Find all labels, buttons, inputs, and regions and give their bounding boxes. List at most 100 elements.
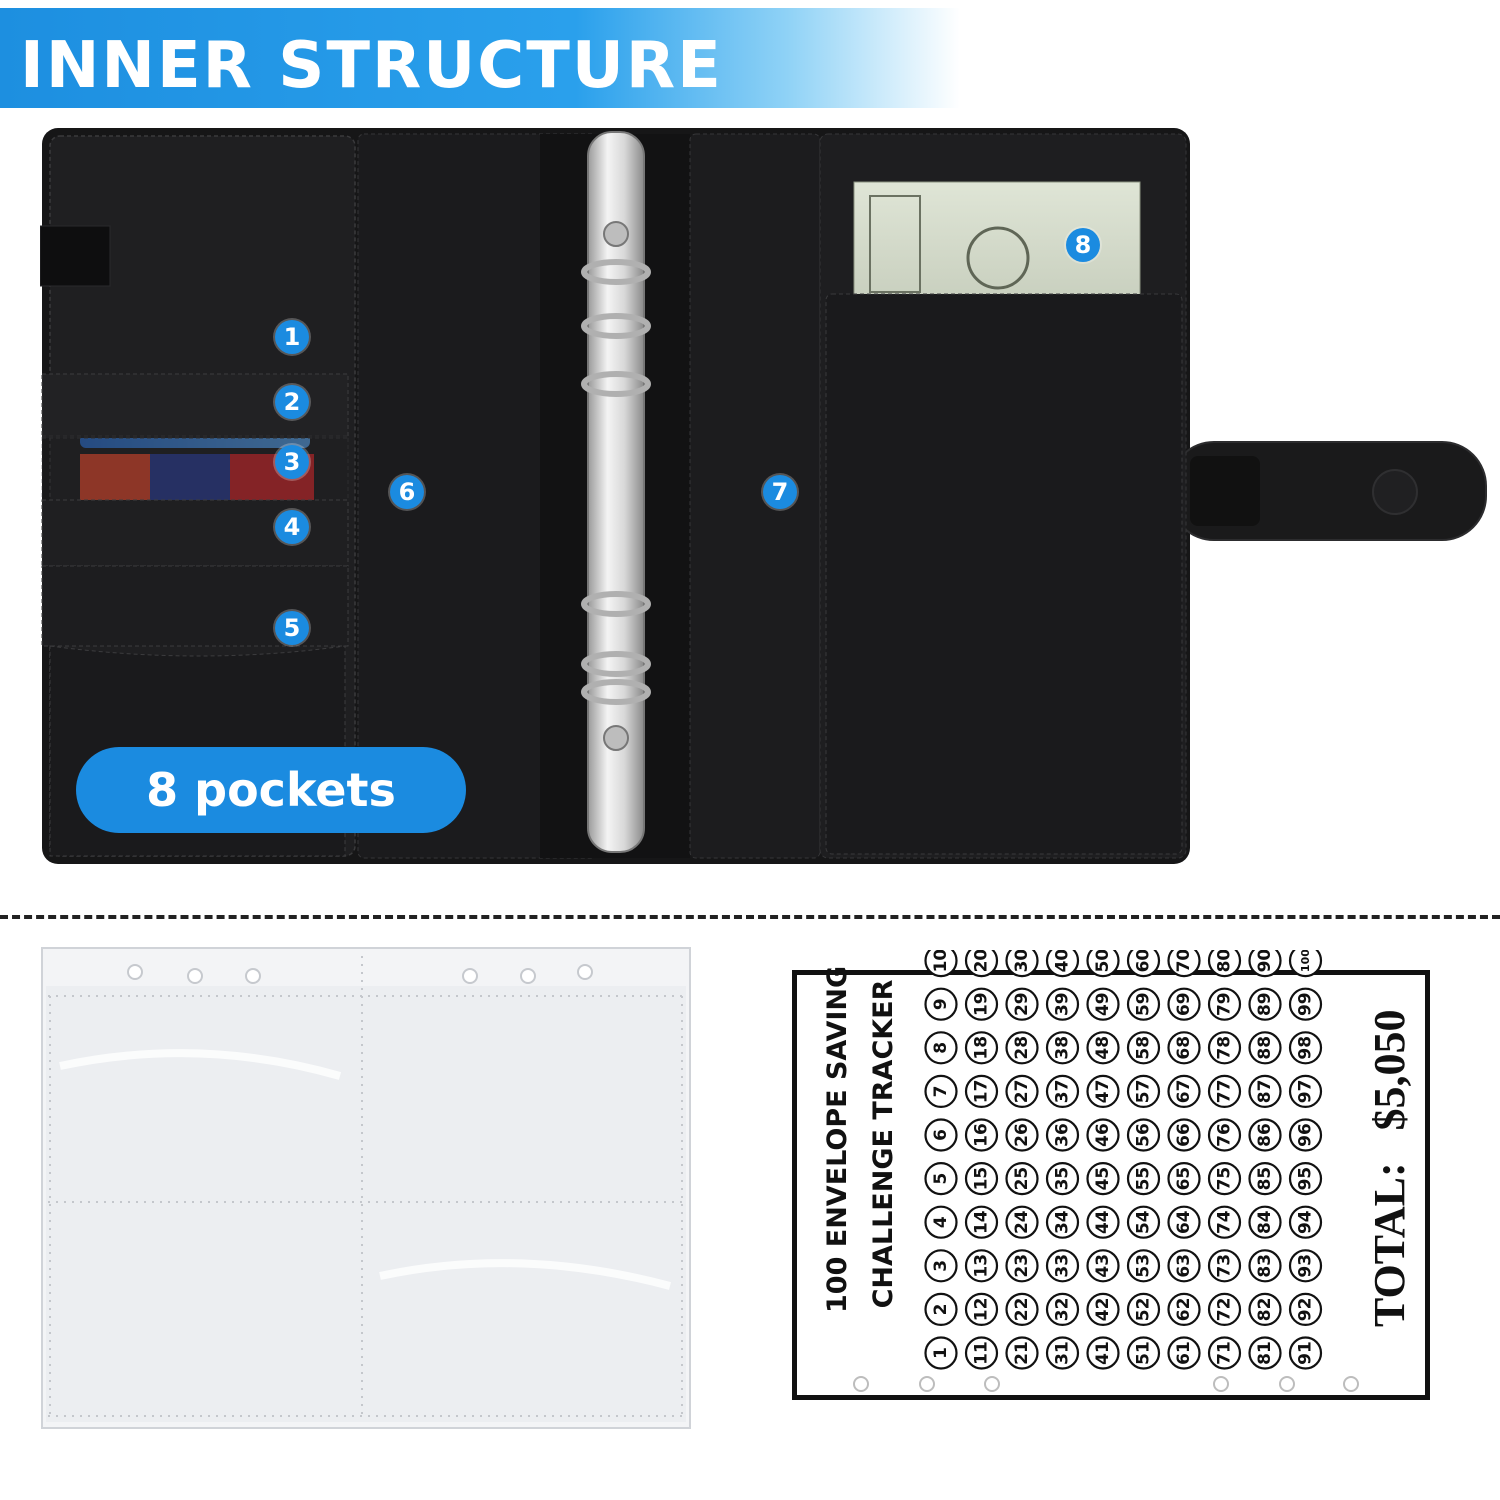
svg-text:9: 9 <box>931 998 951 1010</box>
svg-text:26: 26 <box>1012 1123 1032 1147</box>
page-title: INNER STRUCTURE <box>20 29 723 103</box>
svg-text:52: 52 <box>1134 1298 1154 1322</box>
tracker-number-94: 94 <box>1288 1205 1323 1239</box>
tracker-number-75: 75 <box>1207 1162 1242 1196</box>
tracker-number-46: 46 <box>1086 1118 1120 1152</box>
tracker-number-58: 58 <box>1126 1031 1161 1065</box>
tracker-number-60: 60 <box>1126 950 1161 978</box>
svg-text:18: 18 <box>972 1036 992 1060</box>
tracker-number-84: 84 <box>1248 1205 1282 1239</box>
svg-text:78: 78 <box>1215 1036 1235 1060</box>
tracker-number-51: 51 <box>1126 1336 1161 1370</box>
tracker-number-6: 6 <box>924 1118 958 1152</box>
svg-text:47: 47 <box>1093 1080 1113 1104</box>
tracker-number-61: 61 <box>1167 1336 1201 1370</box>
tracker-number-55: 55 <box>1126 1162 1161 1196</box>
tracker-number-68: 68 <box>1167 1031 1201 1065</box>
tracker-number-40: 40 <box>1045 950 1080 978</box>
svg-text:23: 23 <box>1012 1254 1032 1278</box>
tracker-number-21: 21 <box>1005 1336 1039 1370</box>
tracker-number-24: 24 <box>1005 1205 1039 1239</box>
tracker-punch-holes <box>853 1376 1359 1392</box>
svg-text:77: 77 <box>1215 1080 1235 1104</box>
tracker-number-57: 57 <box>1126 1074 1161 1108</box>
tracker-number-42: 42 <box>1086 1292 1120 1326</box>
svg-text:29: 29 <box>1012 992 1032 1016</box>
pocket-marker-5: 5 <box>275 611 309 645</box>
tracker-number-22: 22 <box>1005 1292 1039 1326</box>
tracker-number-100: 100 <box>1288 950 1323 978</box>
tracker-number-4: 4 <box>924 1205 958 1239</box>
tracker-number-77: 77 <box>1207 1074 1242 1108</box>
tracker-number-93: 93 <box>1288 1249 1323 1283</box>
tracker-number-50: 50 <box>1086 950 1120 978</box>
svg-text:6: 6 <box>931 1129 951 1141</box>
tracker-number-83: 83 <box>1248 1249 1282 1283</box>
svg-text:64: 64 <box>1174 1210 1194 1234</box>
svg-text:21: 21 <box>1012 1341 1032 1365</box>
tracker-number-91: 91 <box>1288 1336 1323 1370</box>
tracker-number-26: 26 <box>1005 1118 1039 1152</box>
svg-text:51: 51 <box>1134 1341 1154 1365</box>
svg-text:17: 17 <box>972 1080 992 1104</box>
svg-text:12: 12 <box>972 1298 992 1322</box>
tracker-number-49: 49 <box>1086 987 1120 1021</box>
svg-text:36: 36 <box>1053 1123 1073 1147</box>
tracker-number-53: 53 <box>1126 1249 1161 1283</box>
pocket-marker-3: 3 <box>275 445 309 479</box>
svg-text:81: 81 <box>1255 1341 1275 1365</box>
tracker-number-52: 52 <box>1126 1292 1161 1326</box>
tracker-number-82: 82 <box>1248 1292 1282 1326</box>
tracker-number-37: 37 <box>1045 1074 1080 1108</box>
svg-text:84: 84 <box>1255 1210 1275 1234</box>
svg-text:83: 83 <box>1255 1254 1275 1278</box>
svg-text:31: 31 <box>1053 1341 1073 1365</box>
svg-text:3: 3 <box>931 1260 951 1272</box>
svg-text:99: 99 <box>1296 992 1316 1016</box>
svg-text:79: 79 <box>1215 992 1235 1016</box>
svg-text:59: 59 <box>1134 992 1154 1016</box>
tracker-number-95: 95 <box>1288 1162 1323 1196</box>
svg-text:98: 98 <box>1296 1036 1316 1060</box>
tracker-number-33: 33 <box>1045 1249 1080 1283</box>
svg-text:20: 20 <box>972 950 992 972</box>
svg-text:76: 76 <box>1215 1123 1235 1147</box>
header-banner: INNER STRUCTURE <box>0 8 960 108</box>
tracker-number-54: 54 <box>1126 1205 1161 1239</box>
inner-sleeve-left <box>357 133 599 859</box>
tracker-number-80: 80 <box>1207 950 1242 978</box>
svg-text:63: 63 <box>1174 1254 1194 1278</box>
tracker-number-7: 7 <box>924 1074 958 1108</box>
pen-loop <box>40 225 111 287</box>
svg-text:28: 28 <box>1012 1036 1032 1060</box>
clear-sleeve-illustration <box>41 947 691 1429</box>
svg-text:100: 100 <box>1299 950 1312 972</box>
svg-text:89: 89 <box>1255 992 1275 1016</box>
svg-text:41: 41 <box>1093 1341 1113 1365</box>
svg-text:90: 90 <box>1255 950 1275 972</box>
svg-text:4: 4 <box>931 1216 951 1228</box>
pocket-marker-7: 7 <box>763 475 797 509</box>
svg-text:2: 2 <box>931 1303 951 1315</box>
binder-illustration <box>40 128 1487 864</box>
tracker-number-63: 63 <box>1167 1249 1201 1283</box>
tracker-number-59: 59 <box>1126 987 1161 1021</box>
svg-text:88: 88 <box>1255 1036 1275 1060</box>
svg-text:25: 25 <box>1012 1167 1032 1191</box>
pockets-badge: 8 pockets <box>76 747 466 833</box>
tracker-number-56: 56 <box>1126 1118 1161 1152</box>
tracker-number-90: 90 <box>1248 950 1282 978</box>
svg-text:50: 50 <box>1093 950 1113 972</box>
tracker-number-27: 27 <box>1005 1074 1039 1108</box>
svg-text:67: 67 <box>1174 1080 1194 1104</box>
svg-text:11: 11 <box>972 1341 992 1365</box>
tracker-number-70: 70 <box>1167 950 1201 978</box>
tracker-number-31: 31 <box>1045 1336 1080 1370</box>
svg-text:54: 54 <box>1134 1210 1154 1234</box>
tracker-number-79: 79 <box>1207 987 1242 1021</box>
svg-text:16: 16 <box>972 1123 992 1147</box>
card-colorful <box>80 454 150 500</box>
tracker-number-71: 71 <box>1207 1336 1242 1370</box>
tracker-number-92: 92 <box>1288 1292 1323 1326</box>
